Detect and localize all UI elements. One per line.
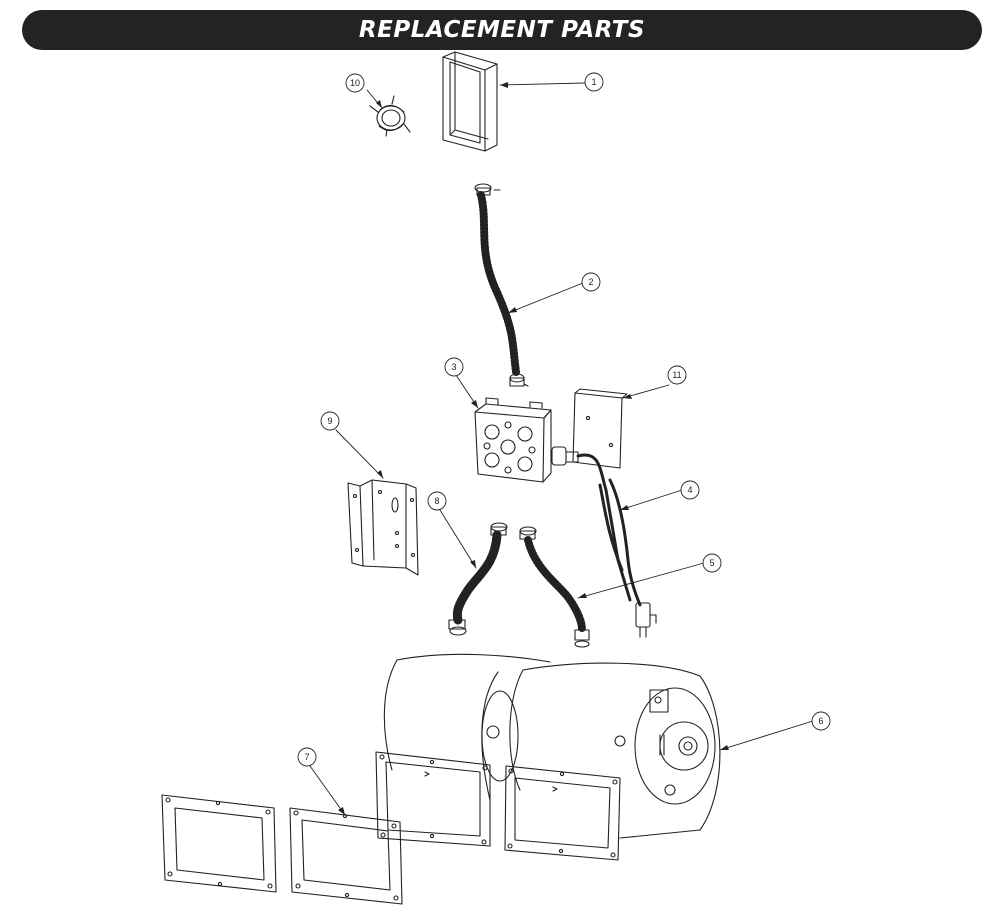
part-10-switch [369,95,411,137]
callout-1: 1 [584,72,604,92]
callout-10: 10 [345,73,365,93]
svg-text:10: 10 [350,78,360,88]
part-5-conduit [519,526,590,648]
svg-text:1: 1 [591,77,596,87]
svg-text:4: 4 [687,485,692,495]
callout-4: 4 [680,480,700,500]
part-3-junction-box [474,397,552,483]
part-11-cover-plate [572,388,628,469]
svg-text:9: 9 [327,416,332,426]
callout-11: 11 [667,365,687,385]
leader-lines [309,82,814,816]
callout-6: 6 [811,711,831,731]
svg-text:7: 7 [304,752,309,762]
svg-text:11: 11 [672,370,681,380]
part-1-box [442,51,498,152]
callout-8: 8 [427,491,447,511]
svg-text:5: 5 [709,558,714,568]
callout-2: 2 [581,272,601,292]
part-7-gasket [289,807,403,905]
svg-text:8: 8 [434,496,439,506]
svg-text:6: 6 [818,716,823,726]
page-title: REPLACEMENT PARTS [358,17,646,43]
callout-9: 9 [320,411,340,431]
title-banner: REPLACEMENT PARTS [22,10,982,50]
callout-5: 5 [702,553,722,573]
part-4-power-cord [551,446,657,638]
leader-arrowheads [338,82,729,815]
part-6-blower [375,653,721,861]
svg-text:3: 3 [451,362,456,372]
callout-3: 3 [444,357,464,377]
svg-text:2: 2 [588,277,593,287]
part-8-conduit [448,522,508,636]
callouts: 1 2 3 4 5 6 7 8 [297,72,831,767]
callout-7: 7 [297,747,317,767]
part-9-bracket [347,479,419,576]
part-2-conduit [474,183,529,387]
flange-plate [161,794,277,893]
